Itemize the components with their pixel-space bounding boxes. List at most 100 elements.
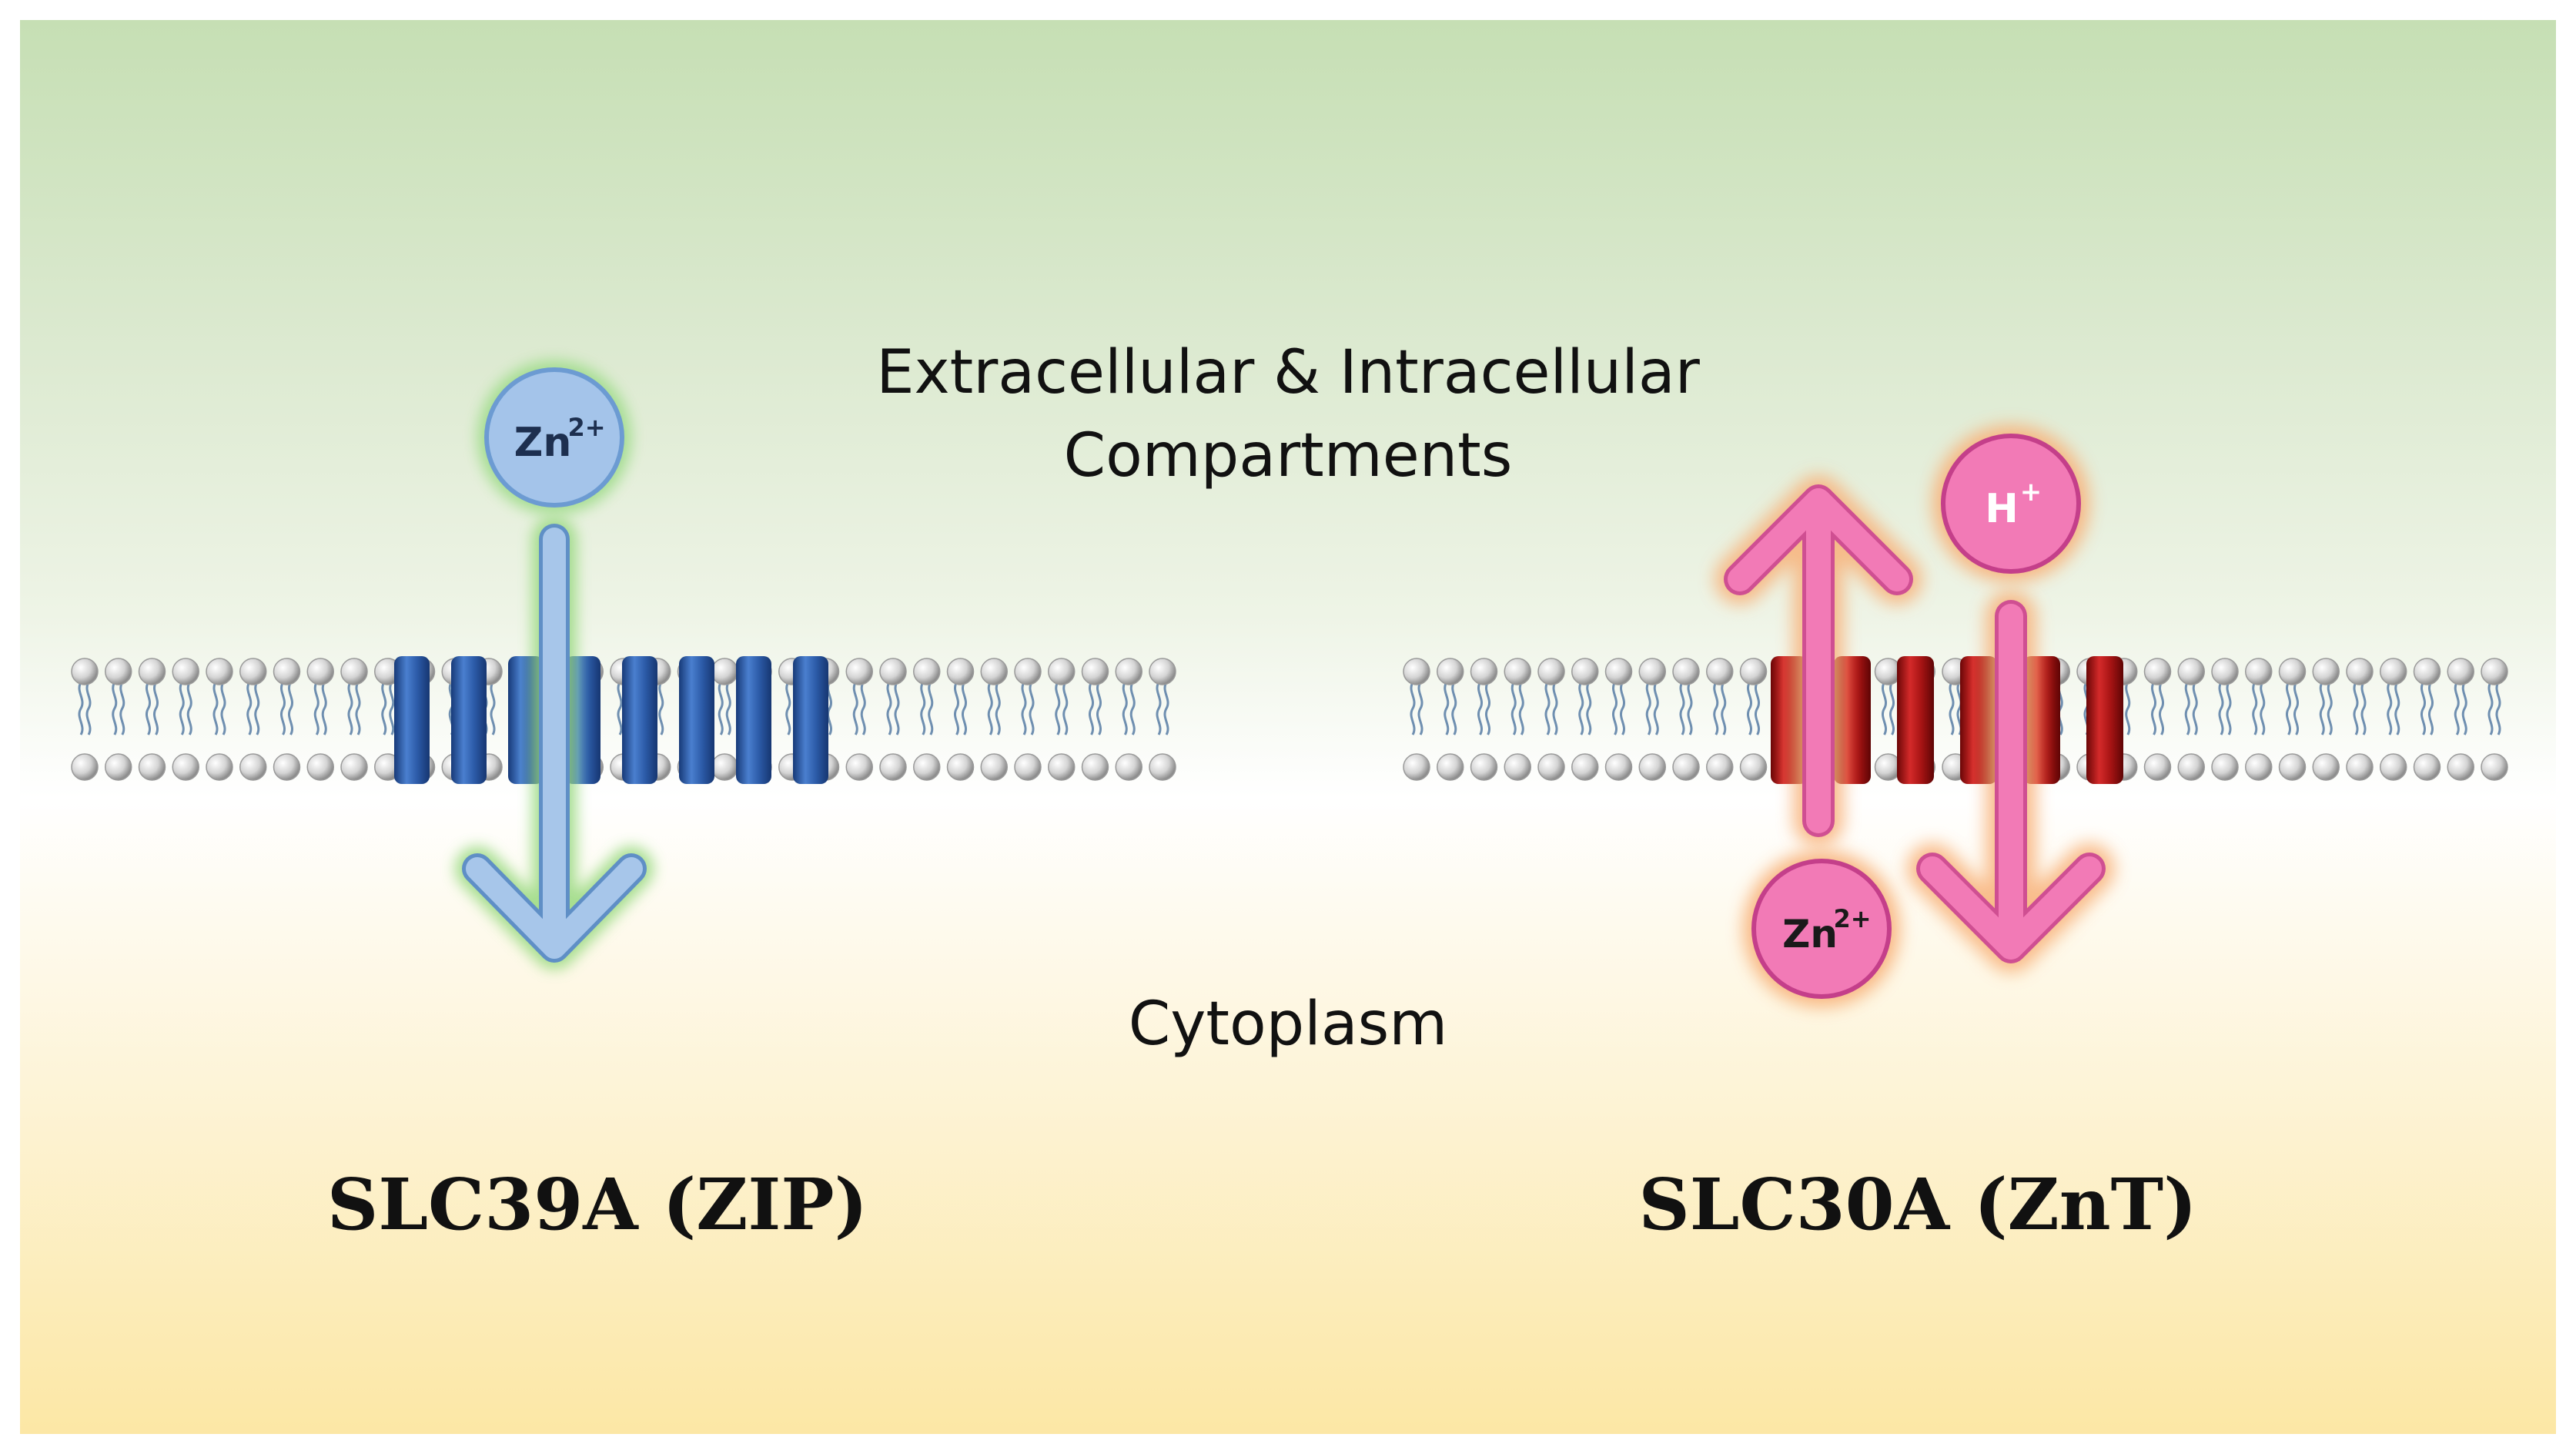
lipid-tail — [1746, 681, 1761, 736]
transmembrane-helix — [451, 656, 487, 784]
lipid-head — [1672, 658, 1700, 685]
lipid-head — [2447, 753, 2474, 781]
lipid-head — [1706, 753, 1734, 781]
lipid-head — [1739, 753, 1768, 781]
lipid-tail — [1949, 681, 1962, 736]
lipid-head — [913, 753, 941, 781]
lipid-tail — [852, 681, 866, 736]
proton-ion-icon: H + — [1932, 425, 2089, 582]
lipid-head — [340, 753, 368, 781]
lipid-tail — [2387, 681, 2400, 736]
lipid-head — [2177, 658, 2205, 685]
transmembrane-helix — [679, 656, 714, 784]
lipid-tail — [2353, 681, 2367, 736]
lipid-head — [1115, 658, 1142, 685]
cytoplasm-label: Cytoplasm — [1128, 990, 1448, 1059]
lipid-head — [105, 658, 132, 685]
lipid-head — [2413, 753, 2441, 781]
znt-zinc-ion-icon: Zn 2+ — [1743, 850, 1900, 1007]
proton-label: H — [1985, 486, 2019, 532]
lipid-head — [1504, 753, 1531, 781]
transmembrane-helix — [793, 656, 828, 784]
lipid-head — [1403, 753, 1430, 781]
lipid-head — [1437, 753, 1464, 781]
lipid-head — [845, 658, 873, 685]
lipid-head — [138, 658, 166, 685]
lipid-tail — [2420, 681, 2434, 736]
lipid-tail — [1444, 681, 1457, 736]
lipid-tail — [1410, 681, 1423, 736]
lipid-head — [879, 658, 907, 685]
lipid-head — [138, 753, 166, 781]
lipid-tail — [1645, 681, 1659, 736]
lipid-head — [2312, 753, 2340, 781]
lipid-head — [239, 658, 267, 685]
lipid-head — [2143, 753, 2172, 781]
lipid-head — [105, 753, 132, 781]
lipid-tail — [1088, 681, 1102, 736]
compartment-label-line1: Extracellular & Intracellular — [876, 338, 1700, 407]
zip-zinc-charge: 2+ — [567, 413, 605, 442]
lipid-head — [1014, 658, 1042, 685]
znt-inward-arrow — [1907, 591, 2115, 973]
lipid-head — [2447, 658, 2474, 685]
lipid-tail — [347, 681, 361, 736]
lipid-head — [980, 658, 1008, 685]
lipid-head — [1048, 658, 1076, 685]
lipid-head — [1638, 658, 1666, 685]
lipid-head — [946, 753, 975, 781]
lipid-head — [2413, 658, 2441, 685]
lipid-head — [1571, 753, 1599, 781]
lipid-tail — [112, 681, 125, 736]
lipid-head — [2380, 753, 2407, 781]
lipid-head — [1672, 753, 1700, 781]
lipid-head — [1149, 753, 1176, 781]
lipid-tail — [1679, 681, 1693, 736]
extracellular-compartment-label: Extracellular & Intracellular Compartmen… — [0, 331, 2576, 498]
lipid-tail — [1021, 681, 1035, 736]
lipid-tail — [718, 681, 731, 736]
lipid-head — [1571, 658, 1599, 685]
lipid-head — [172, 753, 199, 781]
zip-zinc-label: Zn — [514, 420, 572, 466]
lipid-head — [1014, 753, 1042, 781]
lipid-head — [2278, 658, 2307, 685]
lipid-head — [1081, 658, 1109, 685]
lipid-head — [2312, 658, 2340, 685]
lipid-tail — [2487, 681, 2501, 736]
lipid-tail — [246, 681, 260, 736]
lipid-head — [2245, 753, 2273, 781]
lipid-head — [1115, 753, 1142, 781]
lipid-head — [2380, 658, 2407, 685]
lipid-head — [711, 753, 738, 781]
proton-charge: + — [2020, 477, 2042, 508]
transmembrane-helix — [622, 656, 657, 784]
transmembrane-helix — [736, 656, 771, 784]
lipid-head — [1504, 658, 1531, 685]
lipid-tail — [2184, 681, 2198, 736]
lipid-tail — [2252, 681, 2266, 736]
lipid-head — [2211, 658, 2239, 685]
lipid-head — [2481, 753, 2508, 781]
lipid-head — [306, 658, 334, 685]
lipid-head — [946, 658, 975, 685]
lipid-head — [340, 658, 368, 685]
lipid-tail — [1578, 681, 1592, 736]
lipid-tail — [1122, 681, 1136, 736]
lipid-head — [2481, 658, 2508, 685]
lipid-tail — [1510, 681, 1524, 736]
lipid-head — [980, 753, 1008, 781]
lipid-head — [913, 658, 941, 685]
right-lipid-bilayer — [1403, 658, 2508, 781]
lipid-head — [71, 753, 99, 781]
lipid-head — [273, 658, 301, 685]
lipid-tail — [179, 681, 192, 736]
lipid-head — [845, 753, 873, 781]
lipid-tail — [2319, 681, 2333, 736]
lipid-head — [1149, 658, 1176, 685]
lipid-tail — [313, 681, 327, 736]
lipid-head — [306, 753, 334, 781]
compartment-label-line2: Compartments — [1063, 421, 1513, 491]
lipid-tail — [920, 681, 934, 736]
